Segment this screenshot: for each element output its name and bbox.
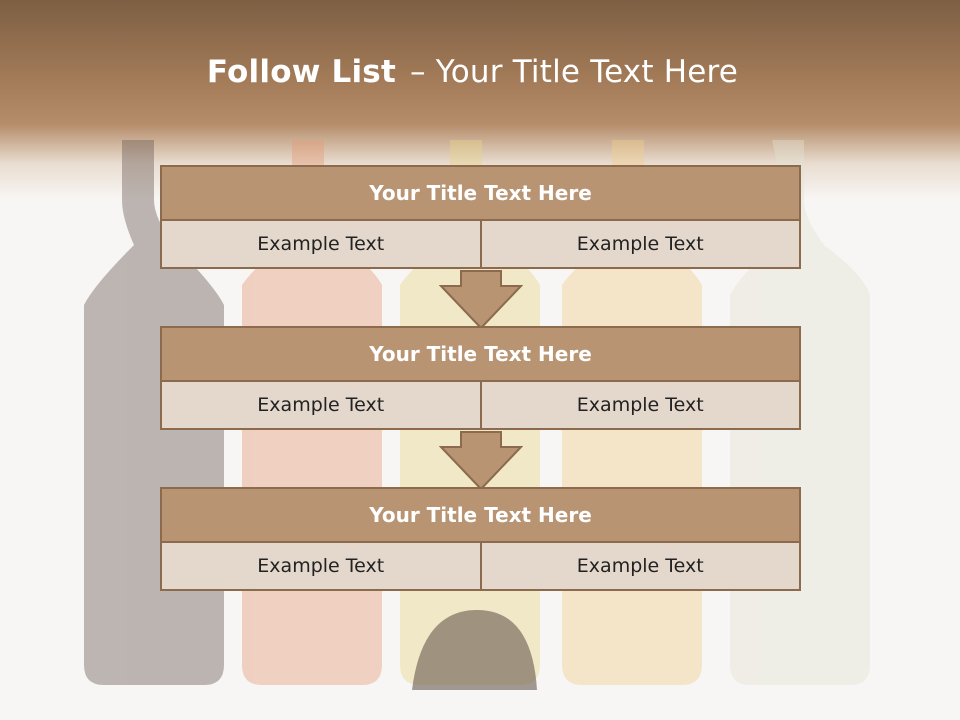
step-cell-left: Example Text <box>160 219 482 269</box>
step-row: Example Text Example Text <box>160 219 801 269</box>
down-arrow-icon <box>439 431 523 491</box>
step-block-1: Your Title Text Here Example Text Exampl… <box>160 165 801 269</box>
step-cell-left: Example Text <box>160 380 482 430</box>
step-cell-left: Example Text <box>160 541 482 591</box>
step-title: Your Title Text Here <box>160 326 801 382</box>
title-rest-part: Your Title Text Here <box>435 54 739 90</box>
step-row: Example Text Example Text <box>160 380 801 430</box>
step-row: Example Text Example Text <box>160 541 801 591</box>
step-cell-right: Example Text <box>479 541 801 591</box>
down-arrow-icon <box>439 270 523 330</box>
title-separator: – <box>409 54 426 90</box>
step-cell-right: Example Text <box>479 380 801 430</box>
step-block-2: Your Title Text Here Example Text Exampl… <box>160 326 801 430</box>
step-block-3: Your Title Text Here Example Text Exampl… <box>160 487 801 591</box>
step-title: Your Title Text Here <box>160 487 801 543</box>
title-bold-part: Follow List <box>206 54 396 90</box>
slide-title: Follow List–Your Title Text Here <box>0 54 945 90</box>
step-title: Your Title Text Here <box>160 165 801 221</box>
step-cell-right: Example Text <box>479 219 801 269</box>
